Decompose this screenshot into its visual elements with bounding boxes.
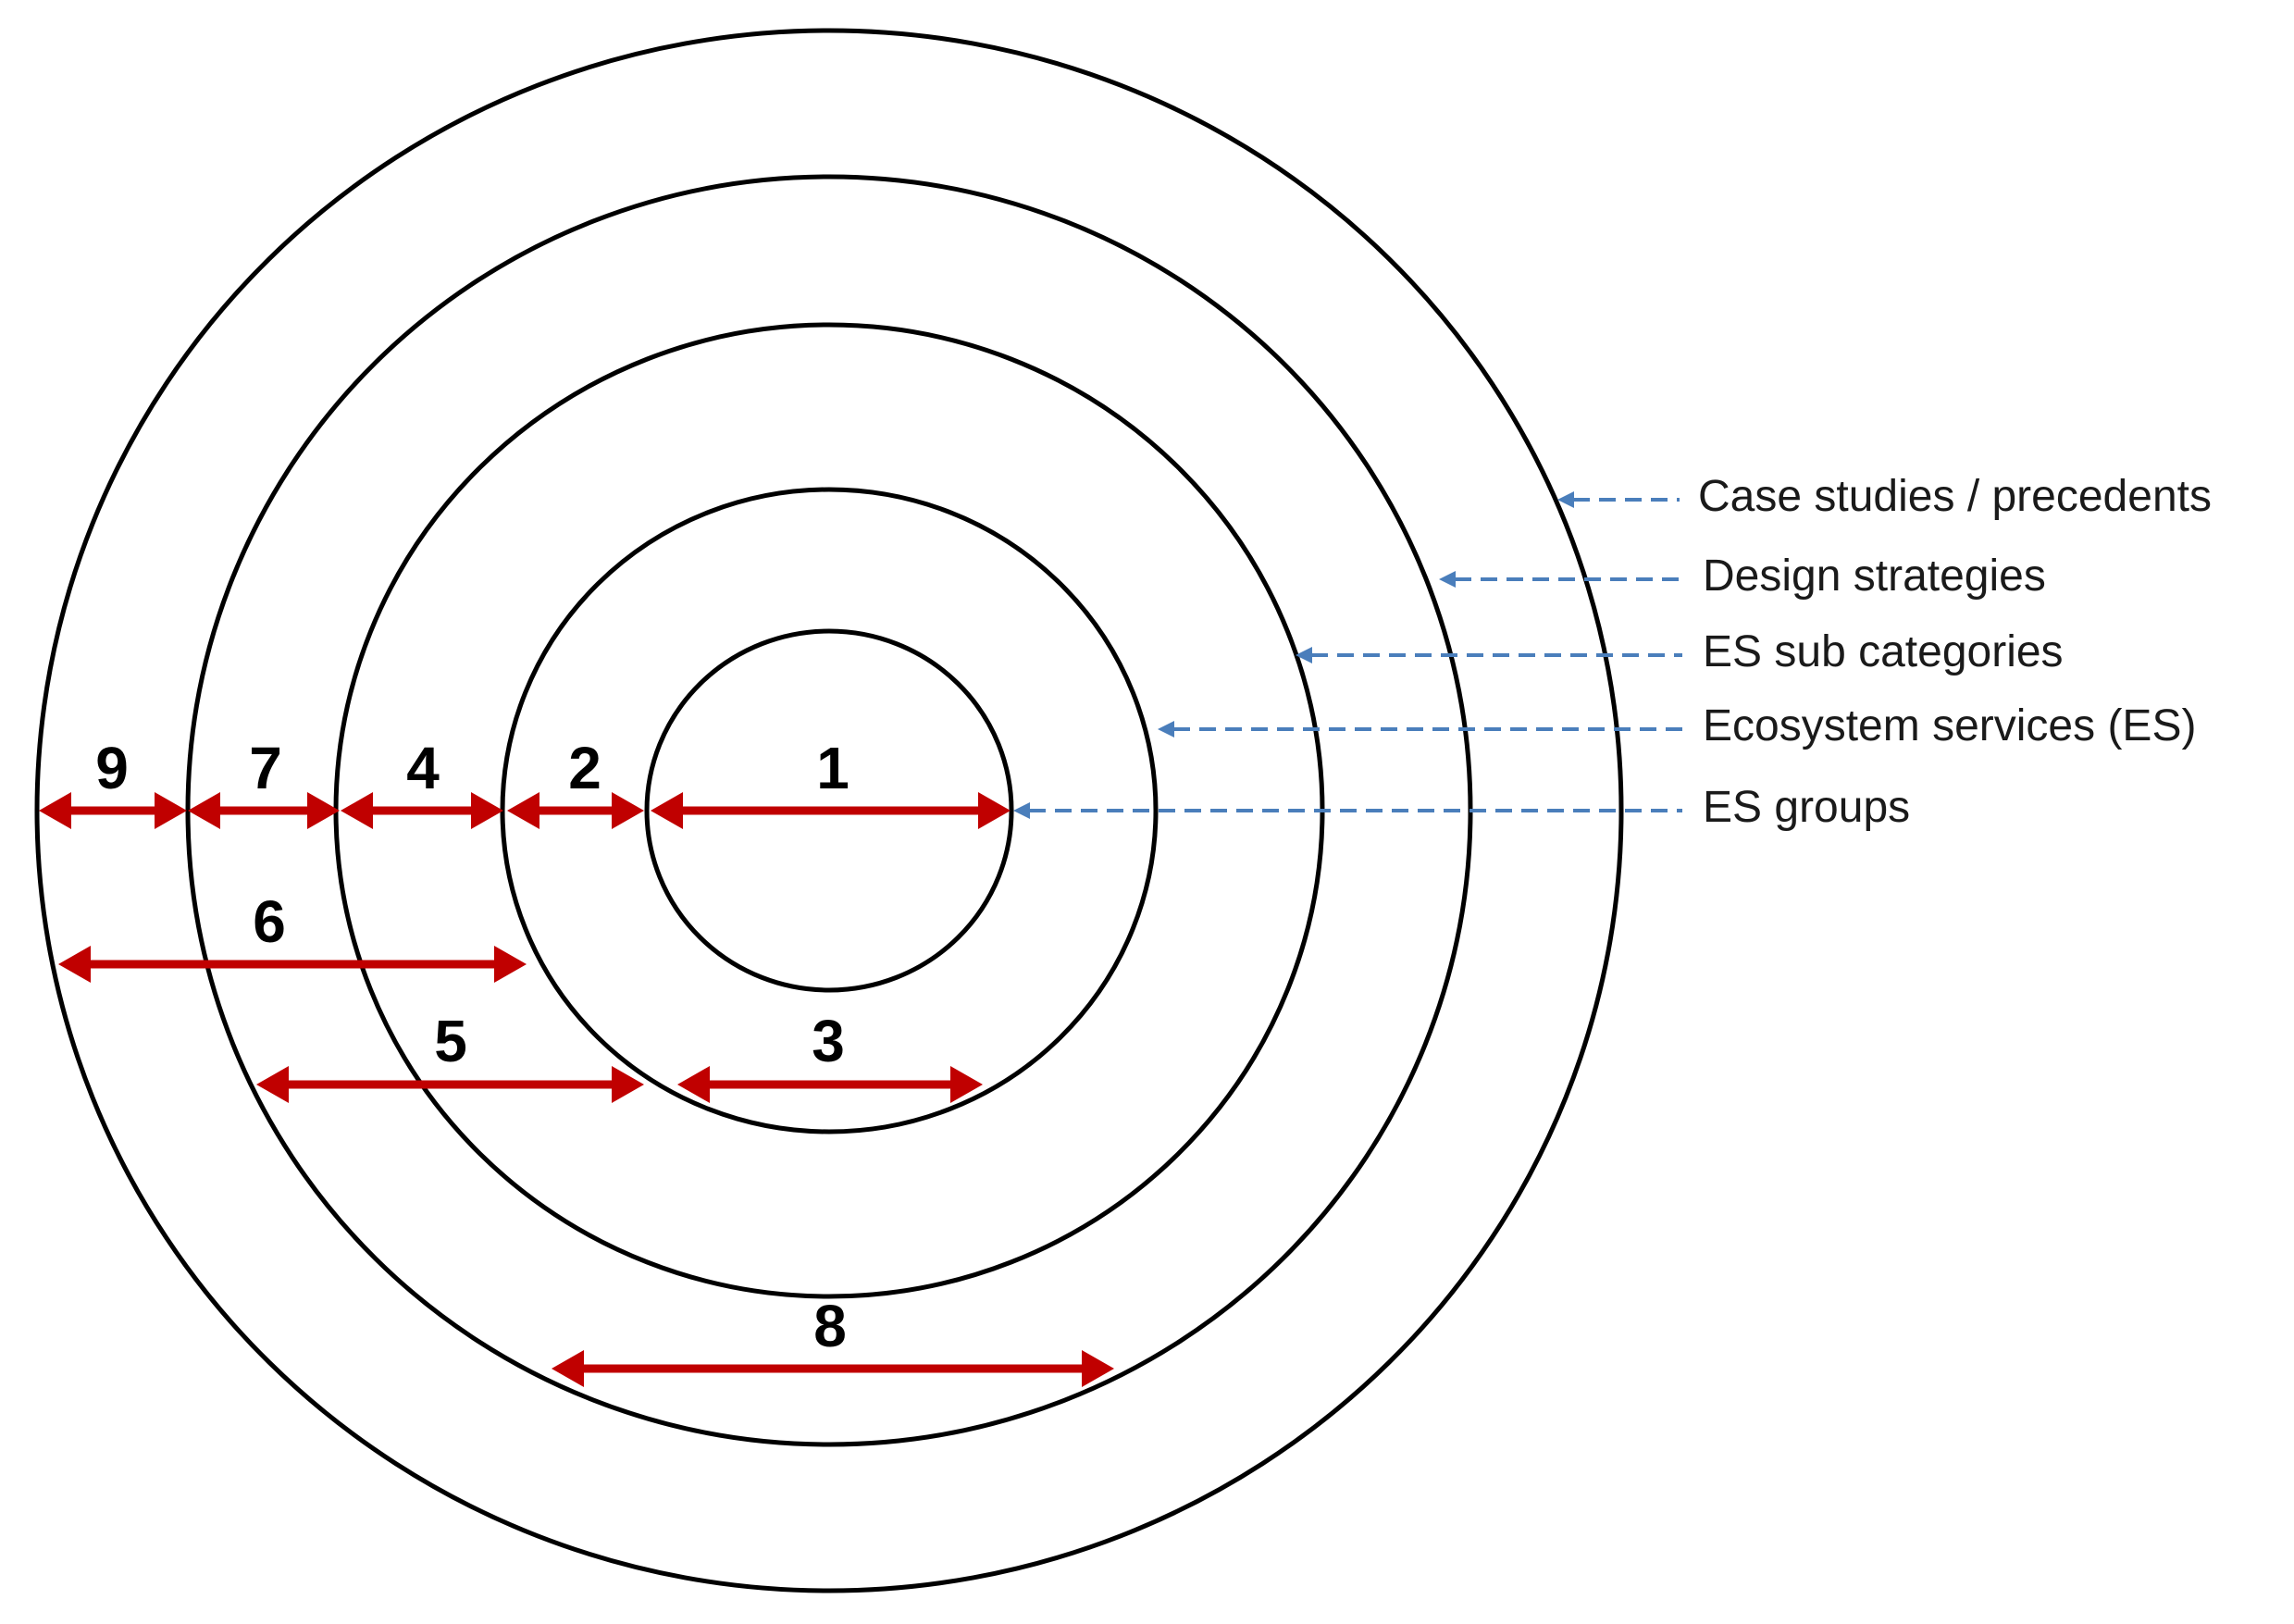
arrow-7	[188, 792, 340, 829]
number-3: 3	[812, 1008, 845, 1074]
number-7: 7	[249, 735, 282, 801]
leader-design-strategies	[1439, 571, 1682, 588]
label-es-sub-categories: ES sub categories	[1703, 627, 2064, 676]
leader-ecosystem-services	[1158, 721, 1682, 738]
label-case-studies: Case studies / precedents	[1698, 472, 2212, 521]
label-es-groups: ES groups	[1703, 783, 1910, 832]
leader-es-sub-categories	[1296, 647, 1682, 663]
arrow-5	[256, 1066, 644, 1103]
ring-es-groups	[644, 628, 1014, 993]
arrow-3	[677, 1066, 983, 1103]
arrow-1	[651, 792, 1011, 829]
arrow-9	[39, 792, 187, 829]
number-4: 4	[406, 735, 440, 801]
arrow-4	[341, 792, 503, 829]
number-9: 9	[95, 735, 129, 801]
ring-labels: Case studies / precedents Design strateg…	[1698, 472, 2212, 832]
number-2: 2	[568, 735, 601, 801]
number-8: 8	[813, 1293, 847, 1359]
number-6: 6	[253, 888, 286, 955]
arrow-2	[507, 792, 644, 829]
number-5: 5	[434, 1008, 467, 1074]
number-1: 1	[816, 735, 849, 801]
leader-es-groups	[1013, 802, 1682, 819]
ring-case-studies	[34, 28, 1624, 1593]
arrow-6	[58, 946, 527, 983]
red-arrows	[39, 792, 1114, 1387]
leader-case-studies	[1557, 491, 1680, 508]
arrow-numbers: 1 2 3 4 5 6 7 8 9	[95, 735, 849, 1359]
label-ecosystem-services: Ecosystem services (ES)	[1703, 701, 2196, 750]
arrow-8	[552, 1350, 1114, 1387]
label-leaders	[1013, 491, 1682, 819]
label-design-strategies: Design strategies	[1703, 552, 2046, 601]
